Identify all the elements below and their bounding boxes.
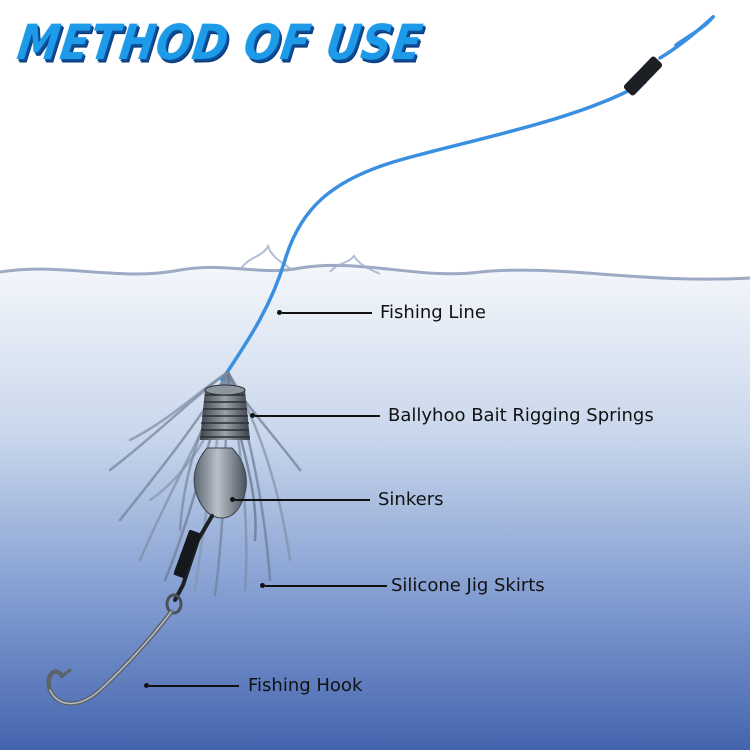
callout-label-sinkers: Sinkers: [378, 489, 444, 510]
water-surface: [0, 263, 750, 281]
top-crimp-sleeve: [623, 56, 663, 96]
callout-dot-jig-skirts: [260, 583, 265, 588]
callout-label-fishing-line: Fishing Line: [380, 302, 486, 323]
page-title: METHOD OF USE: [14, 14, 427, 71]
callout-dot-sinkers: [230, 497, 235, 502]
water-body: [0, 265, 750, 750]
callout-line-fishing-hook: [149, 685, 239, 687]
callout-label-jig-skirts: Silicone Jig Skirts: [391, 575, 545, 596]
callout-dot-fishing-hook: [144, 683, 149, 688]
lower-crimp-sleeve: [173, 529, 201, 579]
callout-label-springs: Ballyhoo Bait Rigging Springs: [388, 405, 654, 426]
line-loop: [658, 14, 716, 60]
callout-line-jig-skirts: [265, 585, 387, 587]
bait-spring: [200, 384, 250, 440]
callout-line-sinkers: [235, 499, 370, 501]
callout-label-fishing-hook: Fishing Hook: [248, 675, 363, 696]
callout-dot-springs: [250, 413, 255, 418]
leader-wire: [173, 514, 214, 602]
callout-line-springs: [255, 415, 380, 417]
callout-line-fishing-line: [282, 312, 372, 314]
fishing-hook: [46, 593, 183, 706]
fishing-line: [220, 80, 647, 382]
callout-dot-fishing-line: [277, 310, 282, 315]
